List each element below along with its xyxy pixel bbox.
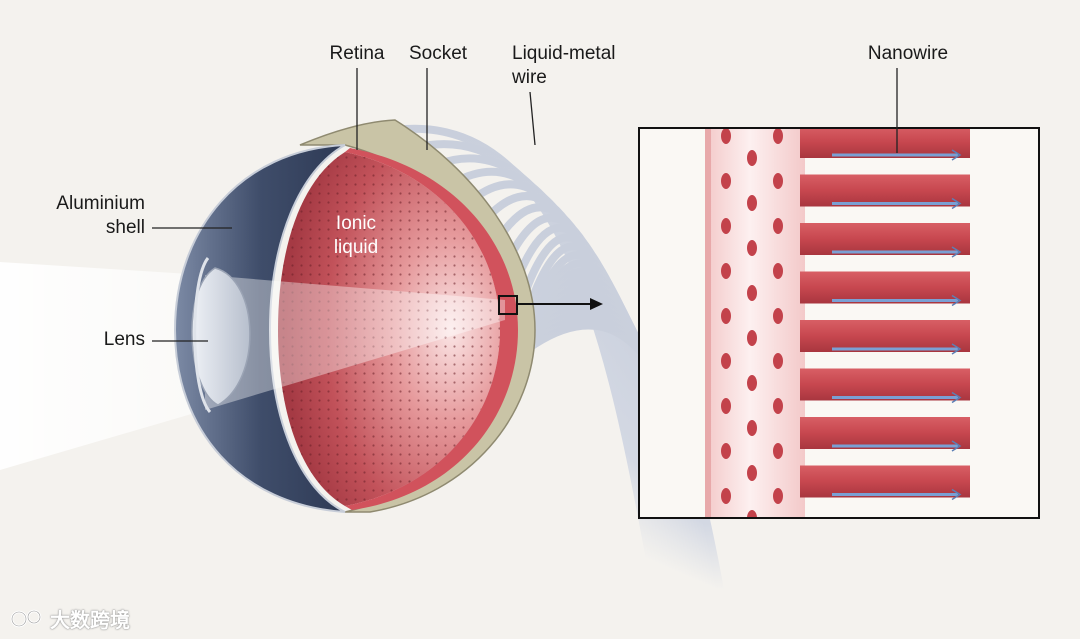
membrane-pore (773, 263, 783, 279)
membrane-pore (747, 420, 757, 436)
membrane-pore (721, 308, 731, 324)
nanowire-tip (951, 488, 962, 501)
nanowire-tip (951, 294, 962, 307)
nanowire-tip (951, 149, 962, 161)
ionic-liquid-dots (278, 152, 500, 506)
membrane-pore (721, 218, 731, 234)
membrane-pore (721, 398, 731, 414)
membrane-pore (721, 353, 731, 369)
porous-membrane (705, 128, 805, 518)
photoreceptor-bar (800, 320, 970, 352)
label-liquid-metal-wire-line2: wire (512, 67, 547, 88)
label-nanowire: Nanowire (867, 43, 949, 64)
photoreceptor-bar (800, 128, 970, 158)
membrane-pore (721, 173, 731, 189)
nanowire-tip (951, 197, 962, 210)
membrane-pore (721, 443, 731, 459)
wire-leader (529, 91, 536, 146)
lens (191, 267, 251, 406)
label-retina: Retina (329, 43, 385, 64)
membrane-pore (721, 263, 731, 279)
label-aluminium-shell-line1: Aluminium (56, 193, 145, 214)
membrane-pore (773, 128, 783, 144)
label-ionic-liquid-line1: Ionic (335, 213, 377, 234)
nanowire-tip (951, 343, 962, 355)
membrane-pore (747, 150, 757, 166)
membrane-pore (721, 128, 731, 144)
membrane-edge (705, 128, 711, 518)
label-socket: Socket (408, 43, 468, 64)
inset-content (705, 128, 970, 518)
retina-layer (345, 148, 518, 510)
nanowire-array (800, 128, 970, 501)
photoreceptor-bar (800, 223, 970, 255)
membrane-pore (747, 285, 757, 301)
photoreceptor-bar (800, 368, 970, 401)
photoreceptor-bar (800, 271, 970, 304)
membrane-pore (747, 240, 757, 256)
label-lens: Lens (103, 329, 145, 350)
photoreceptor-bar (800, 417, 970, 449)
photoreceptor-bar (800, 174, 970, 207)
watermark-logo-icon (10, 609, 42, 627)
label-aluminium-shell-line2: shell (105, 217, 145, 238)
watermark-text: 大数跨境 (50, 610, 130, 632)
membrane-pore (747, 375, 757, 391)
nanowire-tip (951, 246, 962, 258)
nanowire-tip (951, 391, 962, 404)
label-ionic-liquid-line2: liquid (333, 237, 379, 258)
membrane-pore (773, 398, 783, 414)
membrane-pore (747, 330, 757, 346)
membrane-pore (747, 195, 757, 211)
nanowire-tip (951, 440, 962, 452)
light-cone (205, 275, 505, 410)
magnification-arrowhead (590, 298, 603, 310)
membrane-pore (747, 465, 757, 481)
membrane-pore (773, 488, 783, 504)
photoreceptor-bar (800, 465, 970, 498)
membrane-pore (747, 510, 757, 518)
membrane-pore (773, 218, 783, 234)
membrane-pore (721, 488, 731, 504)
membrane-pores (721, 128, 783, 518)
membrane-pore (773, 173, 783, 189)
incoming-light-beam (0, 262, 205, 470)
lens-highlight (193, 257, 212, 414)
membrane-pore (773, 443, 783, 459)
inset-border (638, 127, 1040, 519)
watermark: 大数跨境 (10, 604, 130, 633)
membrane-pore (773, 308, 783, 324)
aluminium-shell (173, 144, 346, 513)
label-liquid-metal-wire-line1: Liquid-metal (512, 43, 616, 64)
membrane-pore (773, 353, 783, 369)
